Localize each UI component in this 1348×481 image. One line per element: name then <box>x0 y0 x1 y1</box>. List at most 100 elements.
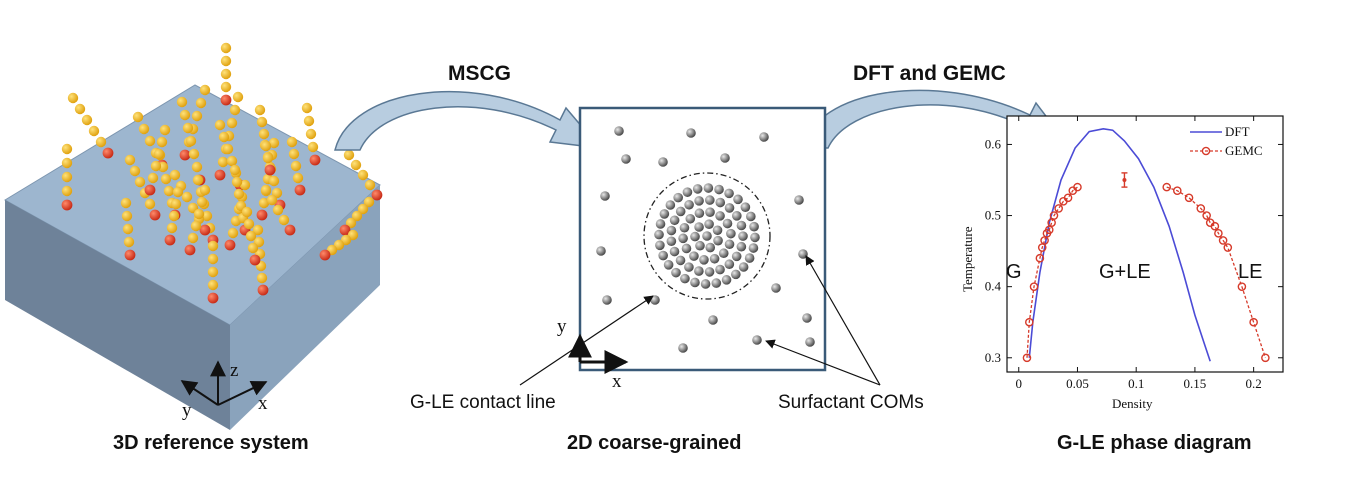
com-particle <box>709 253 720 264</box>
chain-bead <box>288 148 300 160</box>
gemc-point <box>1261 353 1270 363</box>
head-group <box>264 164 276 176</box>
dft-gemc-label: DFT and GEMC <box>853 62 1006 85</box>
com-particle <box>705 242 716 253</box>
region-label-g: G <box>1006 261 1022 283</box>
dft-gemc-arrow: DFT and GEMC <box>802 62 1070 149</box>
com-particle <box>705 207 715 217</box>
com-particle <box>705 195 715 205</box>
chain-bead <box>307 141 319 153</box>
dft-curve <box>1028 127 1211 362</box>
gemc-point <box>1063 193 1073 203</box>
com-particle <box>694 196 704 206</box>
chain-bead <box>231 176 243 188</box>
chain-bead <box>214 119 226 131</box>
com-particle <box>675 255 686 266</box>
gemc-point <box>1202 211 1211 220</box>
chain-bead <box>305 128 317 140</box>
chain-bead <box>268 175 280 187</box>
y-tick-label: 0.5 <box>985 208 1001 223</box>
chain-bead <box>166 222 178 234</box>
gemc-point <box>1249 317 1258 327</box>
head-group <box>257 284 269 296</box>
head-group <box>339 224 351 236</box>
com-particle <box>724 188 734 199</box>
axis-x-label: x <box>258 393 268 414</box>
chain-bead <box>258 197 270 209</box>
chain-bead <box>153 148 165 160</box>
chain-bead <box>193 208 205 220</box>
legend-gemc-marker <box>1201 146 1211 156</box>
com-particle <box>704 267 715 277</box>
com-particle <box>736 220 747 231</box>
contact-line-circle <box>643 172 771 300</box>
chain-bead <box>217 156 229 168</box>
com-particle <box>680 273 690 284</box>
gemc-line-liquid <box>1166 186 1267 359</box>
chain-bead <box>258 128 270 140</box>
chain-bead <box>207 240 219 252</box>
chain-bead <box>268 137 280 149</box>
chain-bead <box>220 81 232 93</box>
com-particle <box>732 211 742 221</box>
chain-bead <box>363 196 375 208</box>
chain-bead <box>187 232 199 244</box>
com-particle <box>669 215 680 226</box>
plot-series <box>1022 127 1270 363</box>
com-particle <box>621 154 631 164</box>
com-particle <box>759 132 769 142</box>
head-group <box>294 184 306 196</box>
chain-bead <box>81 114 93 126</box>
chain-bead <box>122 223 134 235</box>
com-particle <box>694 208 705 219</box>
head-group <box>319 249 331 261</box>
chain-bead <box>303 115 315 127</box>
annotation-lines <box>519 255 881 386</box>
legend-gemc-label: GEMC <box>1225 143 1263 158</box>
chain-bead <box>226 155 238 167</box>
chain-bead <box>345 217 357 229</box>
chain-bead <box>232 91 244 103</box>
com-particle <box>771 283 781 293</box>
com-particle <box>681 243 692 254</box>
gemc-point <box>1162 182 1172 192</box>
chain-bead <box>176 96 188 108</box>
head-group <box>124 249 136 261</box>
chain-bead <box>201 210 213 222</box>
chain-bead <box>121 210 133 222</box>
plot-frame <box>1006 115 1284 373</box>
head-group <box>207 292 219 304</box>
axes-3d: z x y <box>180 360 268 421</box>
com-particle <box>694 222 704 232</box>
contact-line-label: G-LE contact line <box>410 392 556 413</box>
chain-bead <box>156 136 168 148</box>
chain-bead <box>196 196 208 208</box>
chain-bead <box>207 266 219 278</box>
coarse-grained-panel: y x G-LE contact line Surfactant COMs 2D… <box>410 106 924 454</box>
chain-bead <box>185 135 197 147</box>
chain-bead <box>182 122 194 134</box>
chain-bead <box>181 191 193 203</box>
chain-bead <box>260 184 272 196</box>
com-particle <box>699 255 709 265</box>
com-particle <box>715 264 725 275</box>
gemc-point <box>1049 211 1059 220</box>
head-group <box>371 189 383 201</box>
com-particle <box>686 128 696 138</box>
com-particle <box>794 195 804 205</box>
chain-bead <box>229 104 241 116</box>
head-group <box>144 184 156 196</box>
com-particle <box>740 202 751 212</box>
chain-bead <box>227 227 239 239</box>
chain-bead <box>301 102 313 114</box>
chain-bead <box>239 179 251 191</box>
com-particle <box>692 184 703 194</box>
chain-bead <box>256 272 268 284</box>
chain-bead <box>61 185 73 197</box>
chain-bead <box>262 152 274 164</box>
chain-bead <box>144 135 156 147</box>
chain-bead <box>247 242 259 254</box>
com-particle <box>711 278 722 288</box>
com-particle <box>733 194 743 205</box>
